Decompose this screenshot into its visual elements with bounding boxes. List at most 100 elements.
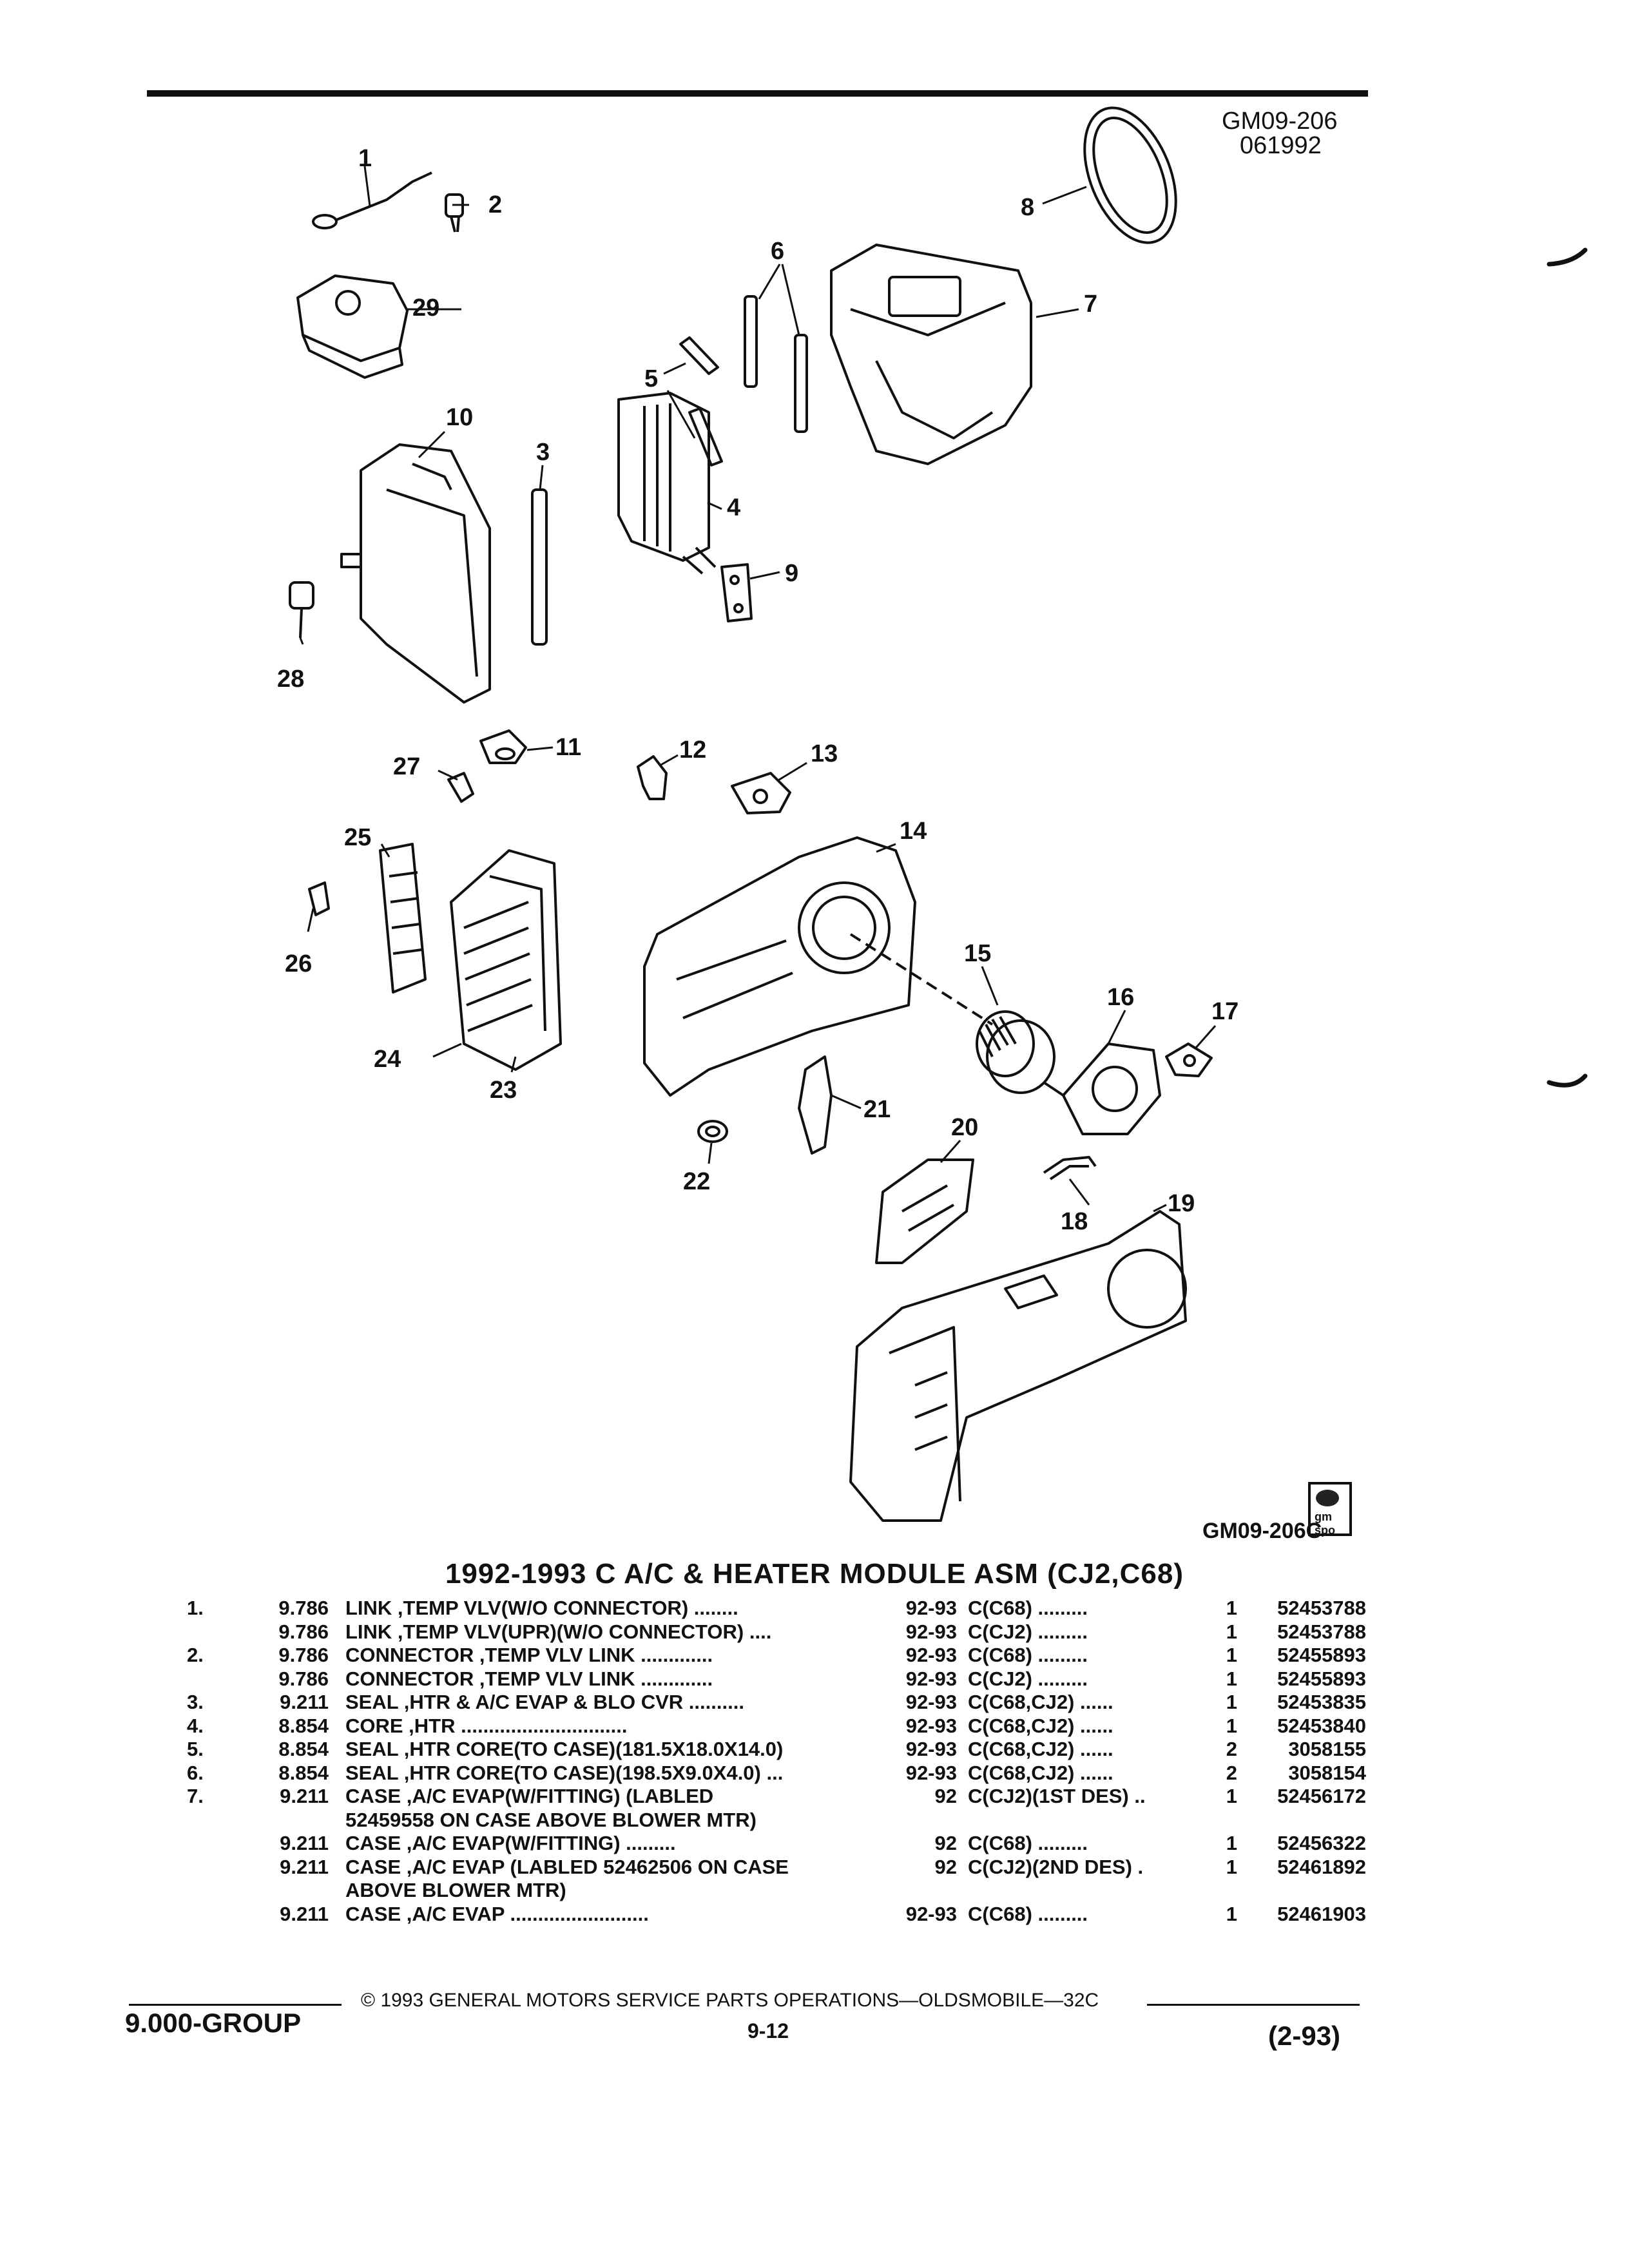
parts-cell-years: 92-93 (905, 1761, 957, 1784)
logo-mark (1316, 1490, 1339, 1506)
callout-15: 15 (964, 940, 991, 967)
parts-cell-years: 92-93 (905, 1902, 957, 1925)
parts-cell-desc: CASE ,A/C EVAP(W/FITTING) ......... (345, 1832, 676, 1854)
callout-29: 29 (412, 294, 439, 322)
parts-cell-group: 9.211 (280, 1691, 329, 1713)
part-23-24-evaporator-core (450, 849, 562, 1071)
parts-cell-part: 52453788 (1277, 1597, 1366, 1619)
part-21-bracket (798, 1055, 833, 1155)
parts-cell-desc: LINK ,TEMP VLV(W/O CONNECTOR) ........ (345, 1597, 738, 1619)
parts-cell-desc: 52459558 ON CASE ABOVE BLOWER MTR) (345, 1808, 757, 1831)
part-16-blower-motor (1043, 1043, 1161, 1135)
callout-21: 21 (863, 1096, 891, 1123)
parts-list-title: 1992-1993 C A/C & HEATER MODULE ASM (CJ2… (445, 1558, 1184, 1590)
parts-cell-desc: CONNECTOR ,TEMP VLV LINK ............. (345, 1667, 713, 1690)
callout-9: 9 (785, 560, 798, 587)
parts-cell-desc: CASE ,A/C EVAP ......................... (345, 1902, 649, 1925)
parts-cell-qty: 1 (1226, 1644, 1237, 1666)
parts-cell-group: 9.786 (278, 1597, 329, 1619)
callout-13: 13 (811, 740, 838, 767)
callout-6: 6 (771, 238, 784, 265)
parts-cell-part: 52455893 (1277, 1644, 1366, 1666)
parts-cell-part: 52461903 (1277, 1902, 1366, 1925)
parts-cell-desc: SEAL ,HTR CORE(TO CASE)(198.5X9.0X4.0) .… (345, 1761, 784, 1784)
parts-cell-usage: C(CJ2) ......... (968, 1667, 1088, 1690)
exploded-parts-diagram: 1 2 3 4 5 6 7 8 9 10 11 12 13 14 15 16 1… (277, 106, 1588, 1522)
parts-cell-desc: SEAL ,HTR CORE(TO CASE)(181.5X18.0X14.0) (345, 1738, 784, 1760)
footer-group: 9.000-GROUP (125, 2008, 302, 2038)
parts-cell-years: 92-93 (905, 1738, 957, 1760)
parts-cell-qty: 2 (1226, 1761, 1237, 1784)
parts-cell-desc: ABOVE BLOWER MTR) (345, 1879, 566, 1901)
part-1-temp-valve-link (312, 171, 432, 229)
parts-cell-usage: C(C68,CJ2) ...... (968, 1738, 1113, 1760)
callout-11: 11 (555, 734, 581, 761)
parts-cell-qty: 2 (1226, 1738, 1237, 1760)
parts-cell-group: 8.854 (278, 1714, 329, 1737)
parts-cell-qty: 1 (1226, 1714, 1237, 1737)
parts-cell-group: 9.211 (280, 1785, 329, 1807)
gm-spo-logo: gm spo (1308, 1482, 1352, 1537)
parts-cell-usage: C(C68) ......... (968, 1902, 1088, 1925)
part-6-seals (744, 295, 808, 433)
parts-cell-years: 92 (934, 1855, 957, 1878)
part-22-seal (697, 1120, 728, 1143)
parts-cell-qty: 1 (1226, 1620, 1237, 1643)
callout-1: 1 (358, 145, 372, 172)
callout-19: 19 (1168, 1190, 1195, 1217)
callout-27: 27 (393, 753, 420, 780)
parts-cell-part: 52453788 (1277, 1620, 1366, 1643)
part-11-grommet (479, 729, 527, 764)
parts-cell-years: 92-93 (905, 1620, 957, 1643)
parts-cell-group: 8.854 (278, 1761, 329, 1784)
parts-cell-desc: CONNECTOR ,TEMP VLV LINK ............. (345, 1644, 713, 1666)
parts-cell-group: 8.854 (278, 1738, 329, 1760)
parts-cell-usage: C(C68) ......... (968, 1832, 1088, 1854)
part-20-duct (875, 1158, 974, 1264)
parts-cell-group: 9.211 (280, 1832, 329, 1854)
callout-5: 5 (644, 365, 658, 392)
footer-rule-left (129, 2004, 342, 2006)
figure-code: GM09-206 (1222, 108, 1338, 135)
parts-cell-years: 92-93 (905, 1667, 957, 1690)
callout-2: 2 (488, 191, 502, 218)
parts-cell-qty: 1 (1226, 1785, 1237, 1807)
parts-cell-group: 9.211 (280, 1855, 329, 1878)
parts-cell-qty: 1 (1226, 1691, 1237, 1713)
part-25-plate (379, 843, 427, 994)
callout-18: 18 (1061, 1208, 1088, 1235)
parts-cell-part: 52456322 (1277, 1832, 1366, 1854)
callout-20: 20 (951, 1114, 978, 1141)
parts-cell-group: 9.786 (278, 1644, 329, 1666)
part-13-resistor (731, 772, 791, 814)
part-3-seal (531, 488, 548, 646)
parts-cell-part: 3058155 (1288, 1738, 1366, 1760)
parts-cell-years: 92-93 (905, 1691, 957, 1713)
parts-cell-group: 9.211 (280, 1902, 329, 1925)
parts-cell-qty: 1 (1226, 1855, 1237, 1878)
parts-cell-usage: C(C68) ......... (968, 1597, 1088, 1619)
parts-cell-desc: SEAL ,HTR & A/C EVAP & BLO CVR .........… (345, 1691, 744, 1713)
footer-page-number: 9-12 (747, 2019, 789, 2042)
parts-cell-usage: C(C68,CJ2) ...... (968, 1761, 1113, 1784)
parts-cell-desc: CASE ,A/C EVAP (LABLED 52462506 ON CASE (345, 1855, 789, 1878)
parts-cell-part: 52453835 (1277, 1691, 1366, 1713)
callout-24: 24 (374, 1046, 401, 1073)
footer-rule-right (1147, 2004, 1360, 2006)
parts-cell-qty: 1 (1226, 1597, 1237, 1619)
part-19-lower-case (849, 1210, 1187, 1522)
parts-cell-usage: C(C68) ......... (968, 1644, 1088, 1666)
part-15-blower-wheel (976, 1010, 1055, 1094)
parts-cell-usage: C(CJ2) ......... (968, 1620, 1088, 1643)
logo-text: gm spo (1315, 1510, 1336, 1537)
parts-cell-group: 9.786 (278, 1620, 329, 1643)
parts-cell-years: 92 (934, 1832, 957, 1854)
parts-cell-qty: 1 (1226, 1902, 1237, 1925)
date-code: 061992 (1240, 132, 1322, 159)
parts-cell-desc: LINK ,TEMP VLV(UPR)(W/O CONNECTOR) .... (345, 1620, 772, 1643)
callout-23: 23 (490, 1077, 517, 1104)
parts-cell-usage: C(C68,CJ2) ...... (968, 1714, 1113, 1737)
callout-22: 22 (683, 1168, 710, 1195)
part-14-blower-case (643, 836, 916, 1097)
callout-8: 8 (1021, 194, 1034, 221)
